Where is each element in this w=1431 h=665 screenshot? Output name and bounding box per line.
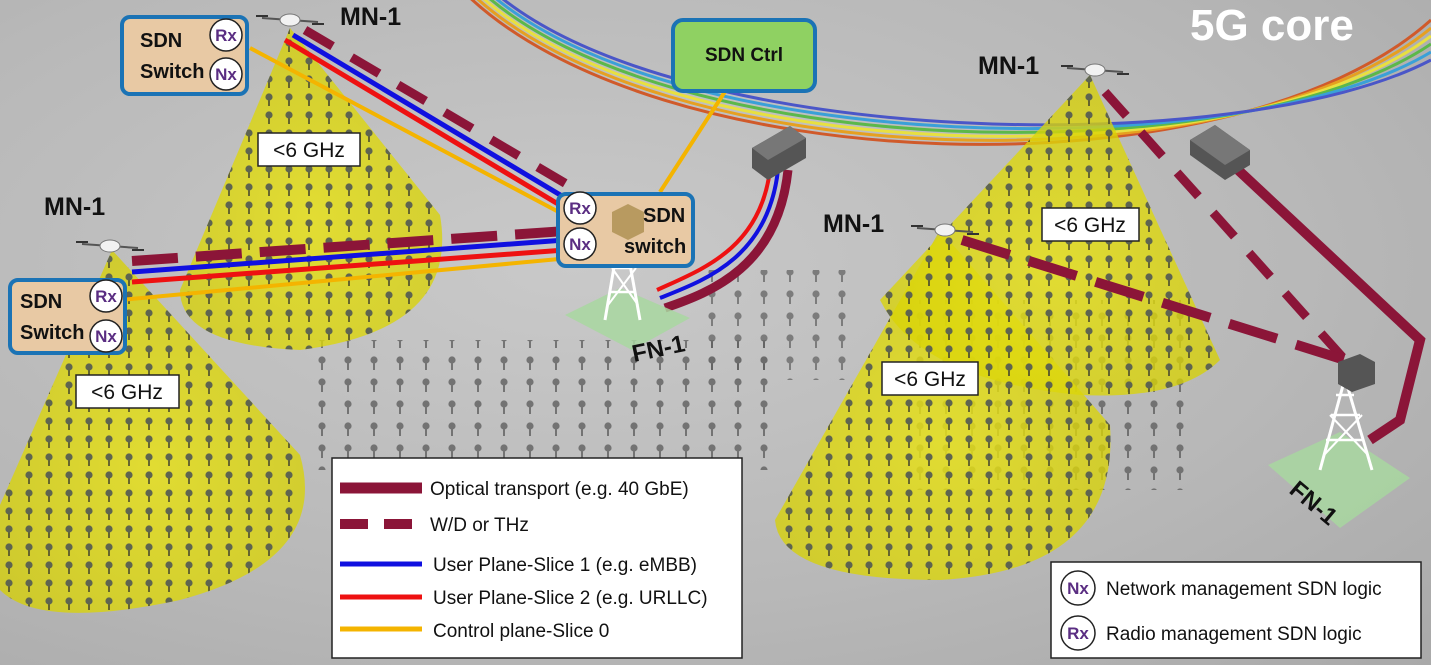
drone-icon-right xyxy=(1061,63,1129,77)
svg-text:switch: switch xyxy=(624,236,686,258)
drone-icon-left xyxy=(76,239,144,253)
svg-text:<6 GHz: <6 GHz xyxy=(894,368,966,391)
ghz-label-top-left: <6 GHz xyxy=(257,132,361,167)
legend-label-network-mgmt: Network management SDN logic xyxy=(1106,579,1382,600)
svg-text:Rx: Rx xyxy=(1067,624,1089,643)
mn-right-label: MN-1 xyxy=(978,52,1039,80)
sdn-controller: SDN Ctrl xyxy=(671,18,817,93)
core-rings xyxy=(470,0,1431,146)
svg-text:SDN: SDN xyxy=(140,30,182,52)
svg-text:<6 GHz: <6 GHz xyxy=(273,139,345,162)
svg-text:Nx: Nx xyxy=(215,65,237,84)
svg-text:Switch: Switch xyxy=(140,61,204,83)
sdn-switch-left: SDN Switch Rx Nx xyxy=(8,278,127,355)
mn-left-label: MN-1 xyxy=(44,193,105,221)
svg-text:Nx: Nx xyxy=(569,235,591,254)
svg-text:<6 GHz: <6 GHz xyxy=(91,381,163,404)
svg-text:Rx: Rx xyxy=(569,199,591,218)
svg-text:Rx: Rx xyxy=(95,287,117,306)
legend: Optical transport (e.g. 40 GbE) W/D or T… xyxy=(331,457,743,659)
svg-text:SDN: SDN xyxy=(643,205,685,227)
svg-text:Switch: Switch xyxy=(20,322,84,344)
coverage-cone-top-left xyxy=(180,28,443,350)
nx-badge xyxy=(1060,570,1096,606)
legend-label-slice2: User Plane-Slice 2 (e.g. URLLC) xyxy=(433,588,708,609)
legend-label-control: Control plane-Slice 0 xyxy=(433,621,609,642)
coverage-cone-center xyxy=(775,230,1111,580)
legend-label-slice1: User Plane-Slice 1 (e.g. eMBB) xyxy=(433,555,697,576)
rx-badge xyxy=(209,18,243,52)
legend-label-optical: Optical transport (e.g. 40 GbE) xyxy=(430,479,689,500)
rx-badge xyxy=(563,191,597,225)
svg-text:SDN Ctrl: SDN Ctrl xyxy=(705,45,783,66)
drone-icon-top-left xyxy=(256,13,324,27)
ghz-label-left: <6 GHz xyxy=(75,374,180,409)
nx-badge xyxy=(209,57,243,91)
svg-text:Nx: Nx xyxy=(1067,579,1089,598)
core-title: 5G core xyxy=(1190,1,1354,50)
sdn-logic-legend: Nx Network management SDN logic Rx Radio… xyxy=(1050,561,1422,659)
svg-text:Rx: Rx xyxy=(215,26,237,45)
rx-badge xyxy=(1060,615,1096,651)
links-top-left xyxy=(249,26,583,220)
svg-text:Nx: Nx xyxy=(95,327,117,346)
ghz-label-right: <6 GHz xyxy=(1041,207,1140,242)
rx-badge xyxy=(89,279,123,313)
svg-text:SDN: SDN xyxy=(20,291,62,313)
ghz-label-center: <6 GHz xyxy=(881,361,979,396)
nx-badge xyxy=(89,319,123,353)
drone-icon-center xyxy=(911,223,979,237)
trees-mid xyxy=(700,270,860,380)
mn-top-left-label: MN-1 xyxy=(340,3,401,31)
links-left xyxy=(119,225,581,302)
svg-text:<6 GHz: <6 GHz xyxy=(1054,214,1126,237)
sdn-switch-center: SDN switch Rx Nx xyxy=(556,191,695,268)
control-link-ctrl xyxy=(658,88,728,194)
links-right xyxy=(960,88,1426,445)
sdn-switch-top-left: SDN Switch Rx Nx xyxy=(120,15,249,96)
core-node-box-right xyxy=(1190,125,1250,180)
fn-tower-right xyxy=(1268,354,1410,528)
core-node-box-center xyxy=(752,126,806,180)
legend-label-wd-thz: W/D or THz xyxy=(430,515,529,536)
nx-badge xyxy=(563,227,597,261)
legend-label-radio-mgmt: Radio management SDN logic xyxy=(1106,624,1362,645)
links-center-fn xyxy=(656,169,793,313)
mn-center-label: MN-1 xyxy=(823,210,884,238)
